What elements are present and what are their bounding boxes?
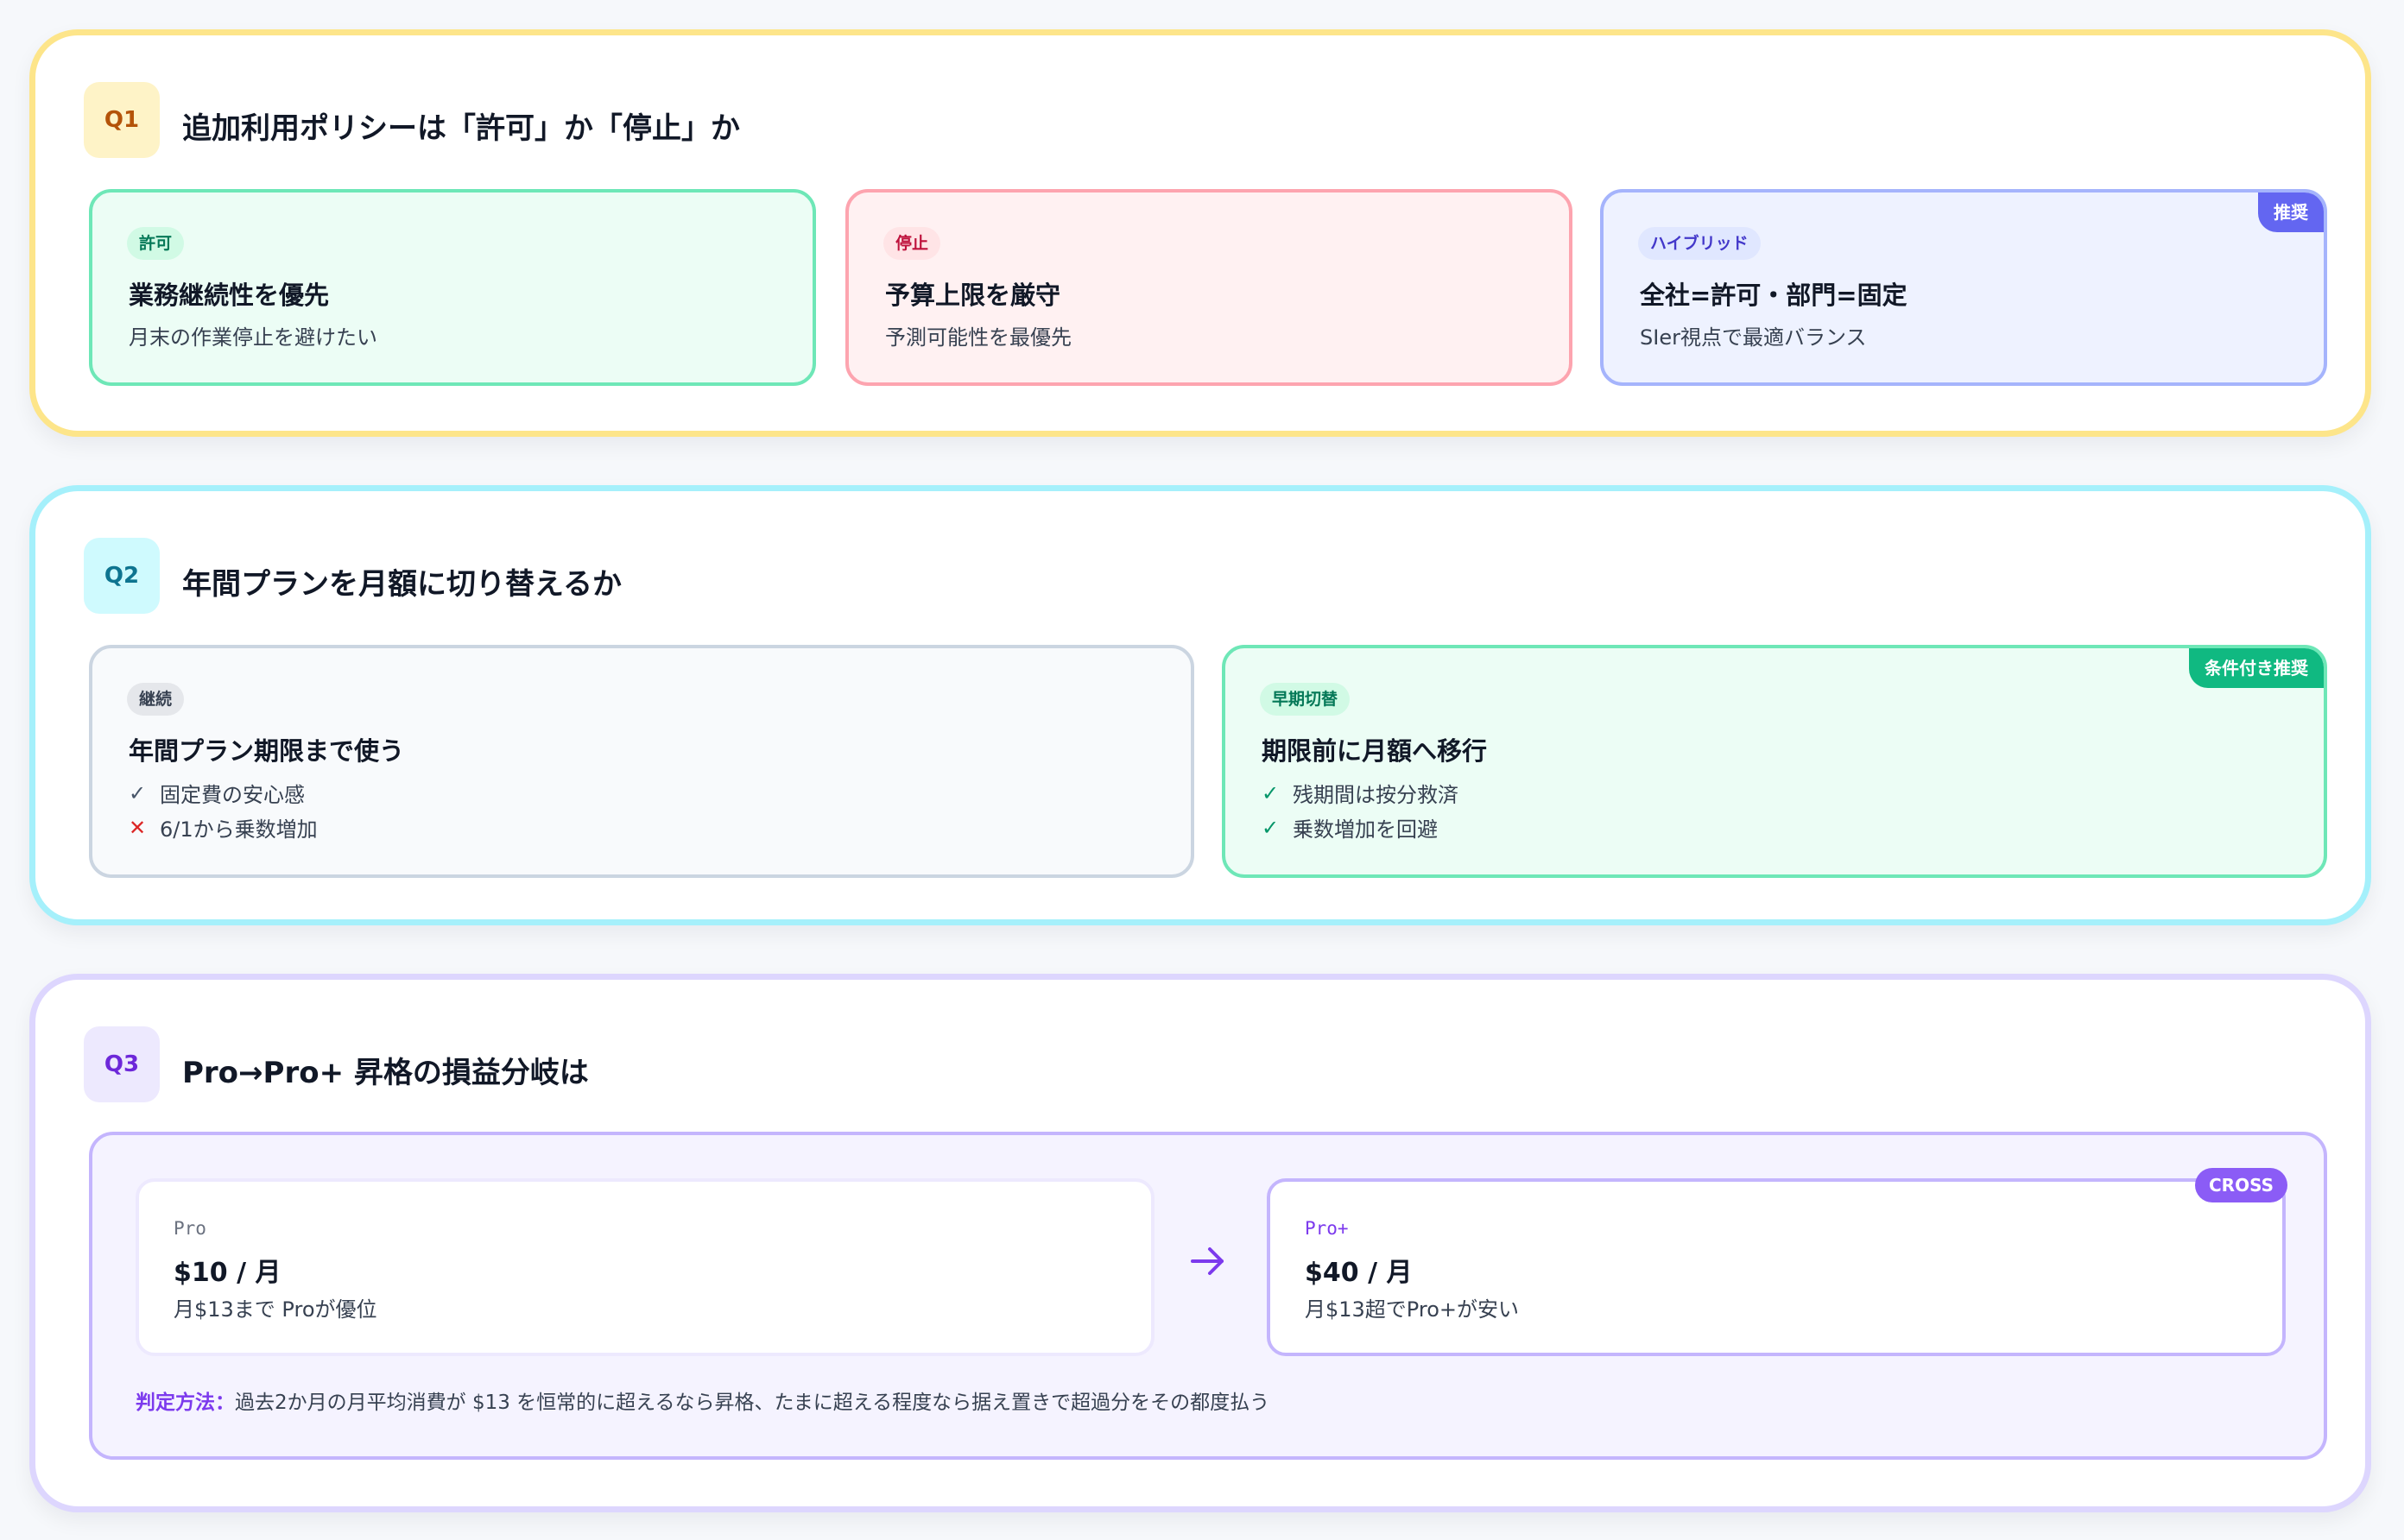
q3-badge: Q3 [84,1026,160,1102]
question-card-q3: Q3 Pro→Pro+ 昇格の損益分岐は Pro $10 / 月 月$13まで … [29,974,2371,1512]
check-icon: ✓ [1262,816,1286,840]
point-text: 固定費の安心感 [160,778,305,808]
q3-title: Pro→Pro+ 昇格の損益分岐は [182,1049,589,1091]
point-text: 6/1から乗数増加 [160,812,318,843]
option-tag: 早期切替 [1260,683,1350,716]
con-point: ✕ 6/1から乗数増加 [129,812,318,843]
cross-badge: CROSS [2195,1168,2287,1202]
question-card-q2: Q2 年間プランを月額に切り替えるか 継続 年間プラン期限まで使う ✓ 固定費の… [29,485,2371,925]
conditional-recommended-badge: 条件付き推奨 [2189,648,2324,688]
plan-note: 月$13超でPro+が安い [1305,1292,1519,1322]
option-early-switch[interactable]: 条件付き推奨 早期切替 期限前に月額へ移行 ✓ 残期間は按分救済 ✓ 乗数増加を… [1222,645,2327,878]
option-description: 月末の作業停止を避けたい [129,320,377,350]
option-tag: 継続 [127,683,184,716]
q1-badge: Q1 [84,82,160,158]
option-continue[interactable]: 継続 年間プラン期限まで使う ✓ 固定費の安心感 ✕ 6/1から乗数増加 [89,645,1194,878]
check-icon: ✓ [129,781,153,805]
option-stop[interactable]: 停止 予算上限を厳守 予測可能性を最優先 [845,189,1572,386]
point-text: 残期間は按分救済 [1293,778,1458,808]
plan-price: $40 / 月 [1305,1251,1412,1289]
plan-name: Pro+ [1305,1218,1349,1239]
option-tag: 停止 [883,227,940,260]
arrow-right-icon [1182,1235,1234,1287]
option-hybrid[interactable]: 推奨 ハイブリッド 全社=許可・部門=固定 SIer視点で最適バランス [1600,189,2327,386]
plan-price: $10 / 月 [174,1251,281,1289]
breakeven-comparison: Pro $10 / 月 月$13まで Proが優位 CROSS Pro+ $40… [89,1132,2327,1460]
option-description: 予測可能性を最優先 [885,320,1072,350]
judgement-method: 判定方法：過去2か月の月平均消費が $13 を恒常的に超えるなら昇格、たまに超え… [136,1385,1269,1415]
recommended-badge: 推奨 [2258,192,2324,232]
q1-title: 追加利用ポリシーは「許可」か「停止」か [182,104,740,147]
q2-title: 年間プランを月額に切り替えるか [182,560,622,603]
plan-note: 月$13まで Proが優位 [174,1292,377,1322]
judgement-label: 判定方法： [136,1392,235,1414]
option-description: SIer視点で最適バランス [1640,320,1866,350]
plan-card-pro-plus[interactable]: CROSS Pro+ $40 / 月 月$13超でPro+が安い [1267,1178,2286,1356]
point-text: 乗数増加を回避 [1293,812,1438,843]
option-tag: 許可 [127,227,184,260]
plan-name: Pro [174,1218,206,1239]
option-title: 予算上限を厳守 [885,275,1060,312]
option-title: 期限前に月額へ移行 [1262,731,1487,767]
pro-point: ✓ 固定費の安心感 [129,778,305,808]
check-icon: ✓ [1262,781,1286,805]
plan-card-pro[interactable]: Pro $10 / 月 月$13まで Proが優位 [136,1178,1155,1356]
option-title: 年間プラン期限まで使う [129,731,404,767]
judgement-text: 過去2か月の月平均消費が $13 を恒常的に超えるなら昇格、たまに超える程度なら… [235,1392,1269,1414]
option-tag: ハイブリッド [1638,227,1761,260]
pro-point: ✓ 乗数増加を回避 [1262,812,1438,843]
q2-badge: Q2 [84,538,160,614]
option-title: 業務継続性を優先 [129,275,329,312]
option-title: 全社=許可・部門=固定 [1640,275,1907,312]
option-allow[interactable]: 許可 業務継続性を優先 月末の作業停止を避けたい [89,189,816,386]
question-card-q1: Q1 追加利用ポリシーは「許可」か「停止」か 許可 業務継続性を優先 月末の作業… [29,29,2371,437]
pro-point: ✓ 残期間は按分救済 [1262,778,1458,808]
cross-icon: ✕ [129,816,153,840]
